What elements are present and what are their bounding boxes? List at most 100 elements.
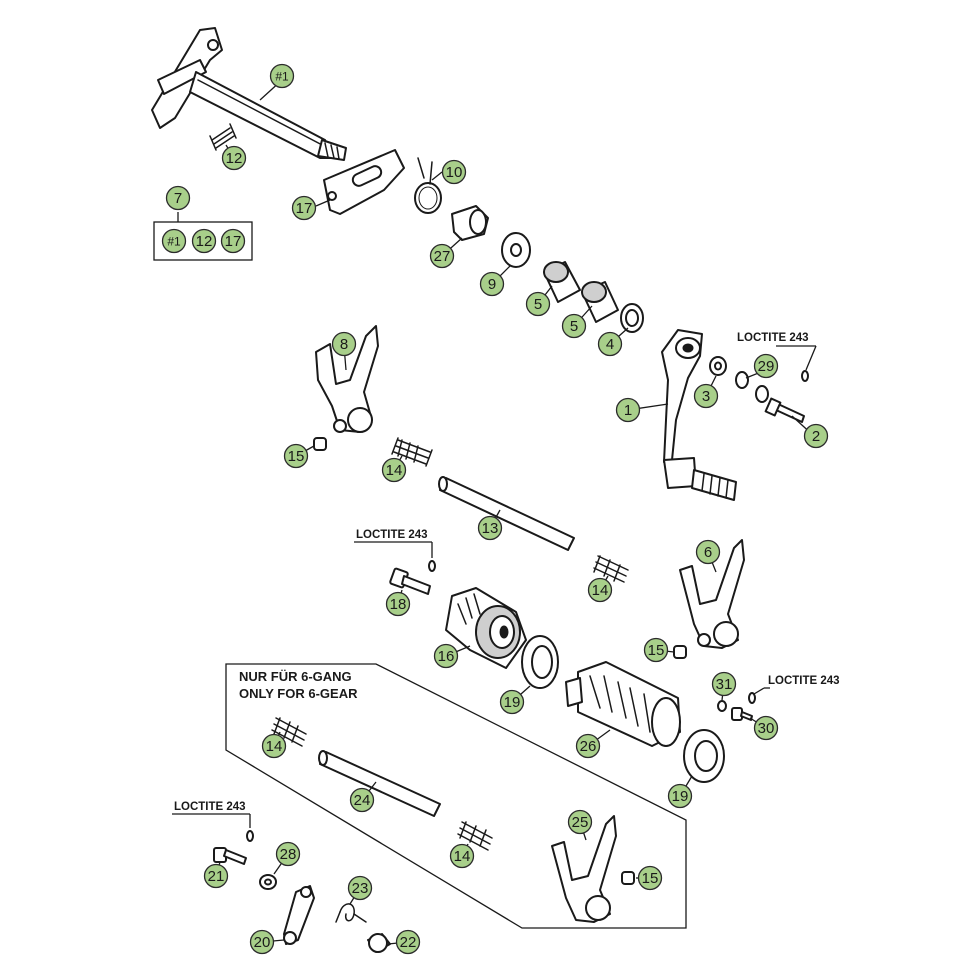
kit-frame <box>153 221 253 261</box>
callout-number: 23 <box>352 880 369 897</box>
washer-31-part <box>717 700 727 712</box>
callout-number: #1 <box>167 235 181 249</box>
loctite-drop-18 <box>428 560 436 572</box>
callout-number: 9 <box>488 276 496 293</box>
callout-25: 25 <box>567 809 593 835</box>
callout-15c: 15 <box>637 865 663 891</box>
callout-number: 14 <box>592 582 609 599</box>
callout-circle <box>395 929 421 955</box>
callout-27: 27 <box>429 243 455 269</box>
loctite-label-18: LOCTITE 243 <box>356 529 428 541</box>
callout-9: 9 <box>479 271 505 297</box>
callout-number: 15 <box>288 448 305 465</box>
callout-number: 5 <box>570 318 578 335</box>
callout-12a: 12 <box>221 145 247 171</box>
callout-number: 15 <box>642 870 659 887</box>
callout-4: 4 <box>597 331 623 357</box>
callout-28: 28 <box>275 841 301 867</box>
circlip-10-part <box>414 157 442 214</box>
callout-circle <box>643 637 669 663</box>
callout-15b: 15 <box>643 637 669 663</box>
spring-14a-part <box>391 437 433 467</box>
callout-16: 16 <box>433 643 459 669</box>
spring-14c-part <box>271 717 307 747</box>
callout-circle <box>587 577 613 603</box>
callout-number: 12 <box>226 150 243 167</box>
loctite-label-21: LOCTITE 243 <box>174 801 246 813</box>
callout-21: 21 <box>203 863 229 889</box>
lock-washer-29-part <box>735 371 769 403</box>
spring-12-part <box>209 123 237 151</box>
callout-31: 31 <box>711 671 737 697</box>
callout-10: 10 <box>441 159 467 185</box>
callout-14d: 14 <box>449 843 475 869</box>
callout-14b: 14 <box>587 577 613 603</box>
callout-14c: 14 <box>261 733 287 759</box>
callout-circle <box>449 843 475 869</box>
callout-circle <box>203 863 229 889</box>
callout-24: 24 <box>349 787 375 813</box>
callout-circle <box>753 353 779 379</box>
spring-14d-part <box>457 821 493 851</box>
callout-circle <box>381 457 407 483</box>
callout-number: 14 <box>266 738 283 755</box>
bolt-21-part <box>213 847 247 865</box>
loctite-label-30: LOCTITE 243 <box>768 675 840 687</box>
callout-number: 25 <box>572 814 589 831</box>
collar-27-part <box>451 205 489 241</box>
callout-circle <box>499 689 525 715</box>
bearing-19a-part <box>521 635 559 689</box>
six-gear-note-de: NUR FÜR 6-GANG <box>239 669 352 684</box>
six-gear-note-en: ONLY FOR 6-GEAR <box>239 686 358 701</box>
callout-number: 14 <box>454 848 471 865</box>
callout-number: 4 <box>606 336 614 353</box>
callout-1: 1 <box>615 397 641 423</box>
callout-circle <box>695 539 721 565</box>
callout-circle <box>291 195 317 221</box>
washer-3-part <box>709 356 727 376</box>
callout-circle <box>637 865 663 891</box>
callout-circle <box>161 228 187 254</box>
screw-30-part <box>731 707 753 721</box>
callout-circle <box>269 63 295 89</box>
shift-drum-26-part <box>565 661 681 747</box>
callout-number: 10 <box>446 164 463 181</box>
callout-number: 20 <box>254 934 271 951</box>
callout-circle <box>349 787 375 813</box>
pin-15a-part <box>313 437 327 451</box>
callout-circle <box>165 185 191 211</box>
callout-circle <box>331 331 357 357</box>
shift-drum-cam-16-part <box>445 587 527 669</box>
callout-30: 30 <box>753 715 779 741</box>
shift-fork-6-part <box>679 539 745 649</box>
callout-circle <box>693 383 719 409</box>
callout-number: 27 <box>434 248 451 265</box>
washer-28-part <box>259 874 277 890</box>
callout-number: 7 <box>174 190 182 207</box>
callout-number: 21 <box>208 868 225 885</box>
callout-circle <box>191 228 217 254</box>
callout-circle <box>249 929 275 955</box>
shift-lever-1-part <box>661 329 737 501</box>
pin-15b-part <box>673 645 687 659</box>
callout-number: 13 <box>482 520 499 537</box>
callout-number: 19 <box>504 694 521 711</box>
callout-13: 13 <box>477 515 503 541</box>
callout-23: 23 <box>347 875 373 901</box>
callout-number: 28 <box>280 846 297 863</box>
spring-14b-part <box>593 555 629 583</box>
loctite-drop-30 <box>748 692 756 704</box>
callout-14a: 14 <box>381 457 407 483</box>
lever-20-part <box>283 885 315 945</box>
callout-17: 17 <box>291 195 317 221</box>
callout-number: 3 <box>702 388 710 405</box>
callout-number: 17 <box>225 233 242 250</box>
shift-fork-8-part <box>315 325 379 433</box>
callout-kit-1: #1 <box>161 228 187 254</box>
callout-number: 26 <box>580 738 597 755</box>
callout-circle <box>561 313 587 339</box>
callout-2: 2 <box>803 423 829 449</box>
pin-15c-part <box>621 871 635 885</box>
callout-number: 24 <box>354 792 371 809</box>
callout-circle <box>597 331 623 357</box>
